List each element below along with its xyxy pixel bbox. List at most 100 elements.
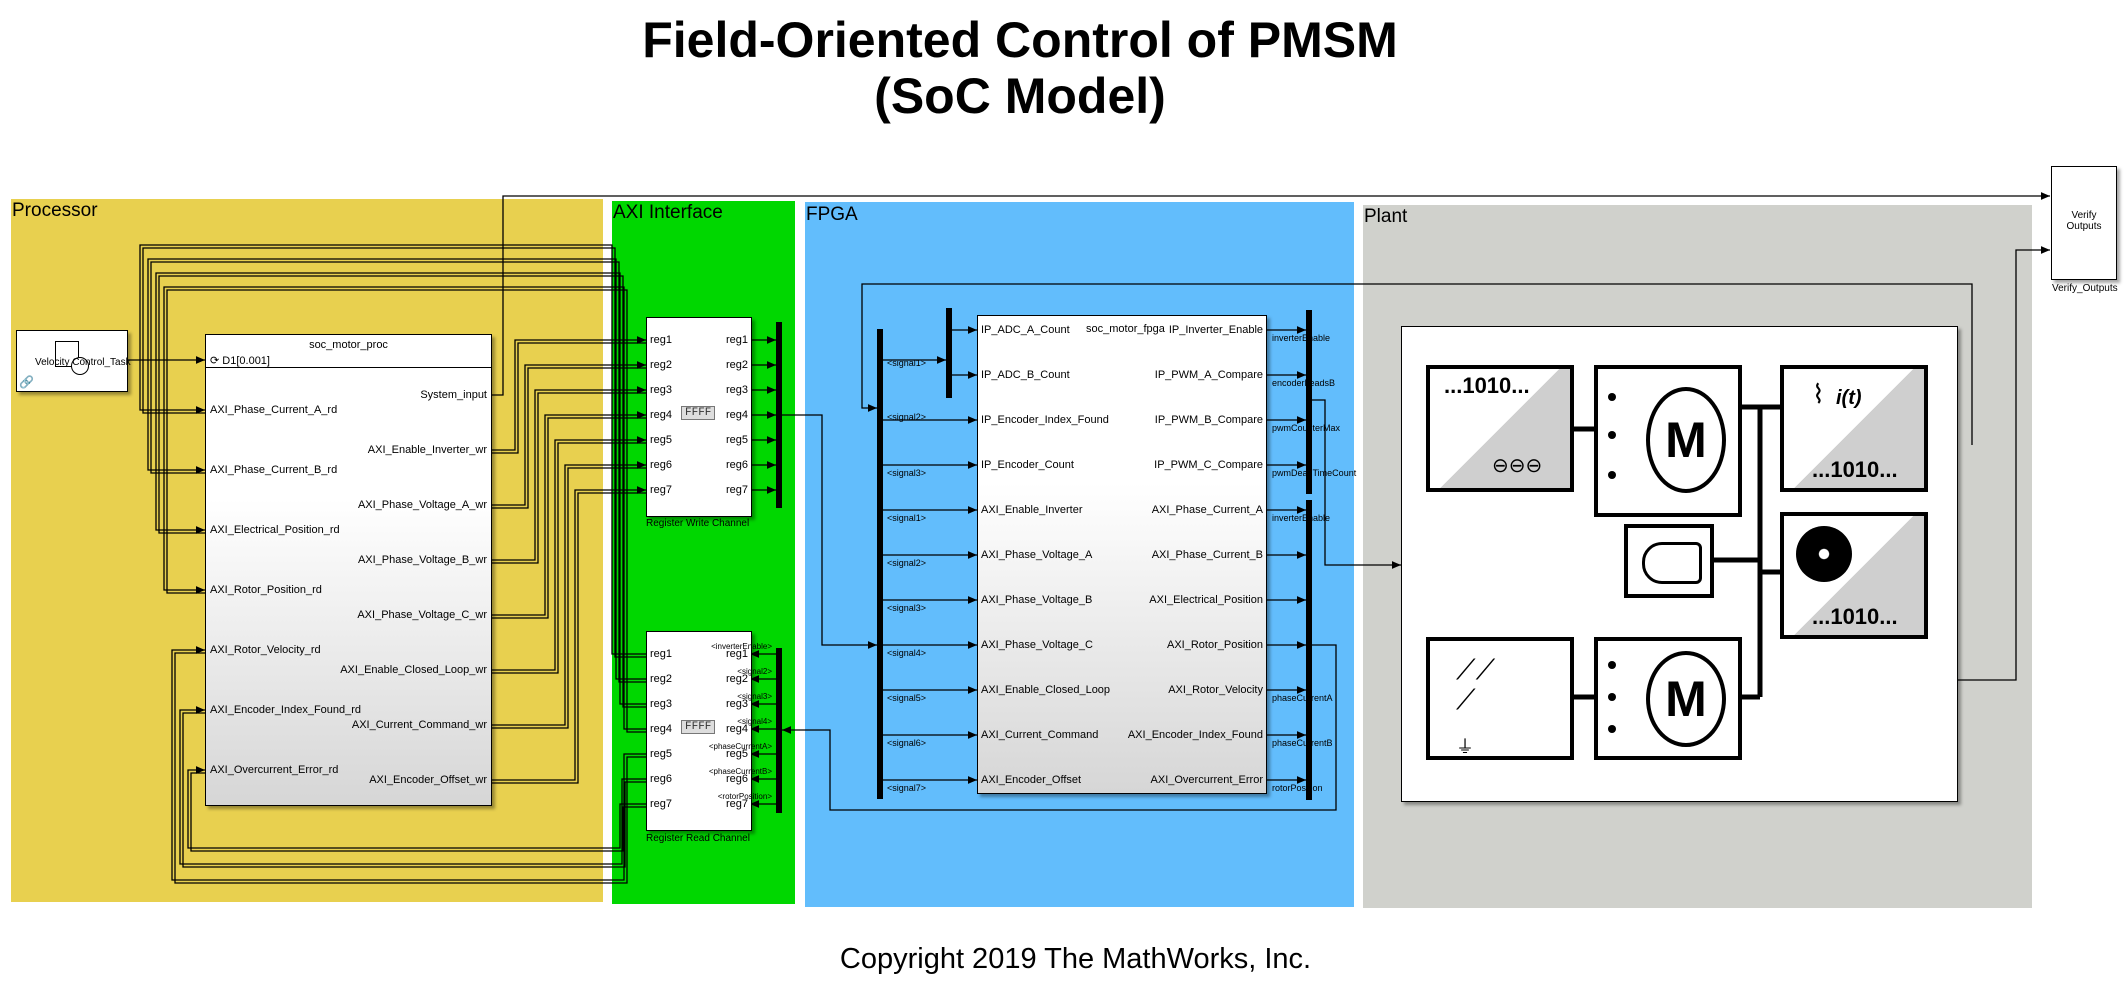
write-reg-out[interactable]: reg1 — [725, 334, 748, 346]
write-reg-out[interactable]: reg6 — [725, 459, 748, 471]
fpga-output-port[interactable]: AXI_Electrical_Position — [1149, 594, 1263, 606]
write-reg-out[interactable]: reg5 — [725, 434, 748, 446]
proc-output-port[interactable]: AXI_Enable_Inverter_wr — [367, 444, 487, 456]
proc-output-port[interactable]: AXI_Phase_Voltage_B_wr — [357, 554, 487, 566]
fpga-left-signal-label: <signal2> — [887, 412, 927, 422]
resistor-icon: ⌇ — [1812, 379, 1825, 409]
write-reg-in[interactable]: reg1 — [650, 334, 673, 346]
fpga-output-port[interactable]: IP_PWM_B_Compare — [1154, 414, 1263, 426]
proc-input-port[interactable]: AXI_Rotor_Position_rd — [210, 584, 322, 596]
fpga-input-port[interactable]: AXI_Phase_Voltage_B — [981, 594, 1093, 606]
proc-input-port[interactable]: AXI_Overcurrent_Error_rd — [210, 764, 339, 776]
proc-output-port[interactable]: System_input — [420, 389, 487, 401]
proc-output-port[interactable]: AXI_Encoder_Offset_wr — [369, 774, 487, 786]
read-reg-out[interactable]: reg7 — [650, 798, 673, 810]
register-write-channel-block[interactable]: reg1 reg1 reg2 reg2 reg3 reg3 reg4 reg4 reg5 reg5… — [646, 317, 752, 517]
proc-input-port[interactable]: AXI_Encoder_Index_Found_rd — [210, 704, 362, 716]
fpga-output-port[interactable]: AXI_Phase_Current_A — [1151, 504, 1263, 516]
velocity-control-task-block[interactable]: Velocity Control_Task 🔗 — [16, 330, 131, 392]
ground-icon: ⏚ — [1456, 737, 1474, 757]
read-reg-in[interactable]: reg5 — [725, 748, 748, 760]
read-reg-in[interactable]: reg1 — [725, 648, 748, 660]
fpga-input-port[interactable]: AXI_Enable_Closed_Loop — [981, 684, 1111, 696]
proc-input-port[interactable]: AXI_Phase_Current_A_rd — [210, 404, 338, 416]
fpga-left-bus-upper[interactable] — [946, 308, 952, 398]
fpga-input-port[interactable]: IP_ADC_B_Count — [981, 369, 1070, 381]
switch-source-block[interactable]: ⟋⟋⟋ ⏚ — [1426, 637, 1574, 760]
fpga-right-signal-label: encoderLeadsB — [1272, 378, 1336, 388]
read-reg-out[interactable]: reg3 — [650, 698, 673, 710]
read-reg-out[interactable]: reg4 — [650, 723, 673, 735]
write-reg-out[interactable]: reg7 — [725, 484, 748, 496]
read-ffff-display: FFFF — [681, 720, 716, 734]
trigger-divider — [206, 367, 491, 368]
write-reg-in[interactable]: reg7 — [650, 484, 673, 496]
load-motor-block[interactable]: M — [1594, 637, 1742, 760]
proc-output-port[interactable]: AXI_Phase_Voltage_C_wr — [357, 609, 487, 621]
read-reg-in[interactable]: reg7 — [725, 798, 748, 810]
fpga-input-port[interactable]: IP_Encoder_Count — [981, 459, 1074, 471]
fpga-right-bus-upper[interactable] — [1306, 310, 1312, 494]
terminal-dot — [1608, 471, 1616, 479]
proc-input-port[interactable]: AXI_Rotor_Velocity_rd — [210, 644, 321, 656]
read-reg-in[interactable]: reg2 — [725, 673, 748, 685]
fpga-input-port[interactable]: AXI_Enable_Inverter — [981, 504, 1083, 516]
write-reg-out[interactable]: reg4 — [725, 409, 748, 421]
write-reg-out[interactable]: reg3 — [725, 384, 748, 396]
read-reg-in[interactable]: reg3 — [725, 698, 748, 710]
fpga-input-port[interactable]: IP_ADC_A_Count — [981, 324, 1070, 336]
write-reg-in[interactable]: reg3 — [650, 384, 673, 396]
copyright-text: Copyright 2019 The MathWorks, Inc. — [839, 943, 1312, 975]
plant-subsystem-block[interactable]: ...1010... ⊖⊖⊖ M ⌇ i(t) ...1010... ...10… — [1401, 326, 1958, 802]
read-reg-out[interactable]: reg5 — [650, 748, 673, 760]
read-reg-in[interactable]: reg4 — [725, 723, 748, 735]
read-reg-out[interactable]: reg6 — [650, 773, 673, 785]
fpga-output-port[interactable]: AXI_Encoder_Index_Found — [1127, 729, 1263, 741]
proc-input-port[interactable]: AXI_Electrical_Position_rd — [210, 524, 340, 536]
current-output-block[interactable]: ⌇ i(t) ...1010... — [1780, 365, 1928, 492]
fpga-output-port[interactable]: AXI_Phase_Current_B — [1151, 549, 1263, 561]
model-title-line1: Field-Oriented Control of PMSM — [642, 12, 1398, 68]
fpga-input-port[interactable]: AXI_Current_Command — [981, 729, 1099, 741]
read-reg-out[interactable]: reg1 — [650, 648, 673, 660]
fpga-left-signal-label: <signal5> — [887, 693, 927, 703]
write-reg-in[interactable]: reg2 — [650, 359, 673, 371]
fpga-output-port[interactable]: AXI_Rotor_Velocity — [1168, 684, 1263, 696]
proc-input-port[interactable]: AXI_Phase_Current_B_rd — [210, 464, 338, 476]
fpga-output-port[interactable]: AXI_Rotor_Position — [1167, 639, 1263, 651]
read-reg-in[interactable]: reg6 — [725, 773, 748, 785]
register-read-channel-block[interactable]: reg1 reg1 reg2 reg2 reg3 reg3 reg4 reg4 reg5 reg5… — [646, 631, 752, 831]
fpga-input-port[interactable]: AXI_Phase_Voltage_A — [981, 549, 1093, 561]
fpga-output-port[interactable]: AXI_Overcurrent_Error — [1150, 774, 1263, 786]
signal-line — [490, 367, 646, 509]
proc-output-port[interactable]: AXI_Enable_Closed_Loop_wr — [340, 664, 487, 676]
soc-motor-proc-block[interactable]: soc_motor_proc ⟳ D1[0.001] AXI_Phase_Cur… — [205, 334, 492, 806]
write-bus-bar[interactable] — [776, 322, 782, 508]
write-reg-in[interactable]: reg5 — [650, 434, 673, 446]
inverter-motor-block[interactable]: M — [1594, 365, 1742, 517]
fpga-output-port[interactable]: IP_Inverter_Enable — [1168, 324, 1263, 336]
write-reg-in[interactable]: reg6 — [650, 459, 673, 471]
fpga-input-port[interactable]: IP_Encoder_Index_Found — [981, 414, 1109, 426]
fpga-left-bus-main[interactable] — [877, 329, 883, 799]
encoder-block[interactable]: ...1010... — [1780, 512, 1928, 639]
inertia-block[interactable] — [1624, 524, 1714, 598]
read-bus-bar[interactable] — [776, 648, 782, 813]
adc-block[interactable]: ...1010... ⊖⊖⊖ — [1426, 365, 1574, 492]
proc-output-port[interactable]: AXI_Phase_Voltage_A_wr — [357, 499, 487, 511]
proc-output-port[interactable]: AXI_Current_Command_wr — [351, 719, 487, 731]
fpga-output-port[interactable]: IP_PWM_C_Compare — [1154, 459, 1263, 471]
fpga-input-port[interactable]: AXI_Encoder_Offset — [981, 774, 1082, 786]
write-reg-out[interactable]: reg2 — [725, 359, 748, 371]
fpga-input-port[interactable]: AXI_Phase_Voltage_C — [981, 639, 1093, 651]
signal-line — [490, 342, 646, 454]
signal-line — [174, 652, 646, 884]
verify-outputs-block[interactable]: Verify Outputs — [2051, 166, 2117, 280]
write-reg-in[interactable]: reg4 — [650, 409, 673, 421]
read-reg-out[interactable]: reg2 — [650, 673, 673, 685]
fpga-right-bus-lower[interactable] — [1306, 500, 1312, 800]
fpga-output-port[interactable]: IP_PWM_A_Compare — [1154, 369, 1263, 381]
fpga-left-signal-label: <signal4> — [887, 648, 927, 658]
